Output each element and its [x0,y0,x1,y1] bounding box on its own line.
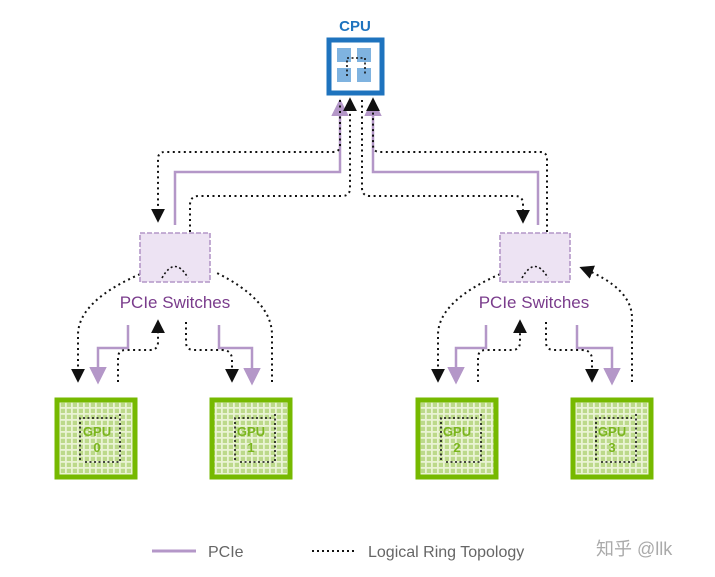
pcie-switch-0: PCIe Switches [120,232,231,312]
ring-switch0-to-gpu1 [185,322,239,383]
ring-cpu-to-switch1 [361,100,530,224]
ring-gpu0-to-switch0 [117,319,165,382]
gpu-index: 0 [93,440,100,455]
switch-label: PCIe Switches [120,293,231,312]
cpu-ring-arrow [346,57,366,76]
gpu-ring-arrow [234,417,271,460]
gpu-chip-outline [570,397,654,480]
ring-switch1-to-cpu [366,97,548,232]
gpu-ring-arrow [595,417,632,460]
gpu-ring-arrow [445,414,482,463]
cpu-core [337,68,351,82]
ring-gpu2-to-switch1 [477,319,527,382]
pcie-switch1-to-gpu3 [575,325,621,386]
gpu-index: 2 [453,440,460,455]
cpu-chip-outline [326,37,385,96]
pcie-switch0-to-gpu1 [217,325,261,386]
gpu-ring-arrow [239,414,276,463]
switch-label: PCIe Switches [479,293,590,312]
switch-chip-outline [139,232,211,283]
legend-pcie-label: PCIe [208,544,244,561]
legend: PCIe Logical Ring Topology [152,544,524,561]
gpu-ring-arrow [84,414,121,463]
pcie-switch0-to-cpu [173,98,349,225]
gpu-1: GPU 1 [209,397,293,480]
cpu-core [357,48,371,62]
gpu-chip-outline [415,397,499,480]
gpu-label: GPU [83,424,111,439]
gpu-chip-outline [209,397,293,480]
ring-cpu-to-switch0 [151,100,341,223]
legend-ring-label: Logical Ring Topology [368,544,524,561]
cpu-core [337,48,351,62]
ring-switch0-to-cpu [189,97,357,232]
pcie-links [89,98,621,386]
ring-switch1-to-gpu3 [545,322,599,383]
pcie-cpu-to-switch1 [364,98,540,225]
gpu-label: GPU [237,424,265,439]
ring-switch0-to-gpu0 [71,271,146,383]
ring-gpu1-to-switch0 [214,271,273,382]
switch-ring-arrow [161,265,189,279]
gpu-label: GPU [443,424,471,439]
cpu-core [357,68,371,82]
pcie-switch-1: PCIe Switches [479,232,590,312]
gpu-index: 1 [247,440,254,455]
gpu-ring-arrow [79,417,116,460]
gpu-2: GPU 2 [415,397,499,480]
switch-ring-arrow [521,265,549,279]
switch-chip-outline [499,232,571,283]
pcie-gpu2-to-switch1 [447,325,488,385]
ring-switch1-to-gpu2 [431,271,506,383]
ring-links [71,97,633,383]
ring-gpu3-to-switch1 [579,265,633,382]
gpu-ring-arrow [440,417,477,460]
gpu-0: GPU 0 [54,397,138,480]
cpu-label: CPU [339,18,371,35]
cpu-node: CPU [326,18,385,96]
gpu-label: GPU [598,424,626,439]
gpu-index: 3 [608,440,615,455]
gpu-3: GPU 3 [570,397,654,480]
pcie-gpu0-to-switch0 [89,325,130,385]
watermark-text: 知乎 @llk [596,539,673,559]
gpu-ring-arrow [600,414,637,463]
gpu-chip-outline [54,397,138,480]
